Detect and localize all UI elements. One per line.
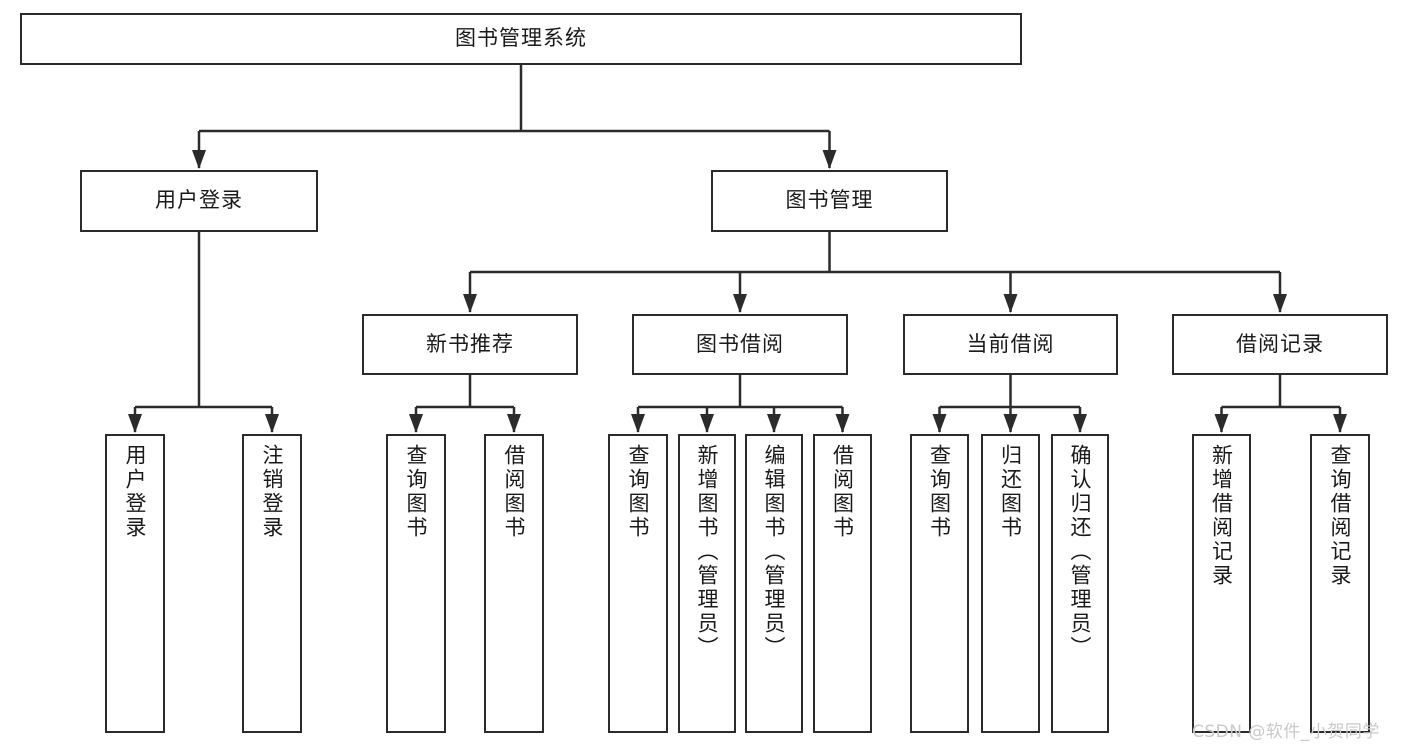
- node-label: 查询图书: [626, 444, 651, 540]
- connector-arrowhead: [265, 414, 279, 433]
- node-label: 图书管理: [785, 188, 874, 213]
- connector-arrowhead: [1003, 294, 1018, 313]
- node-label: 借阅图书: [502, 444, 527, 540]
- node-leaf-query-record[interactable]: 查询借阅记录: [1310, 434, 1370, 733]
- connector-arrowhead: [1214, 414, 1229, 433]
- node-label: 查询图书: [404, 444, 429, 540]
- node-label: 图书管理系统: [455, 26, 587, 51]
- node-leaf-borrow-book-1[interactable]: 借阅图书: [484, 434, 544, 733]
- node-label: 借阅图书: [830, 444, 855, 540]
- node-leaf-confirm-return[interactable]: 确认归还（管理员）: [1051, 434, 1109, 733]
- node-label: 确认归还（管理员）: [1068, 444, 1093, 660]
- node-label: 注销登录: [260, 444, 285, 540]
- connector-arrowhead: [1333, 414, 1347, 433]
- node-label: 新增借阅记录: [1209, 444, 1234, 588]
- node-label: 当前借阅: [966, 331, 1055, 356]
- node-label: 新增图书（管理员）: [695, 444, 720, 660]
- connector-arrowhead: [733, 294, 747, 313]
- connector-arrowhead: [767, 414, 781, 433]
- node-user-login[interactable]: 用户登录: [80, 170, 318, 232]
- node-new-book-rec[interactable]: 新书推荐: [362, 314, 578, 375]
- csdn-watermark: CSDN @软件_小贺同学: [1192, 722, 1380, 742]
- connector-arrowhead: [1003, 414, 1018, 433]
- node-leaf-logout[interactable]: 注销登录: [242, 434, 302, 733]
- node-book-borrow[interactable]: 图书借阅: [632, 314, 848, 375]
- node-leaf-borrow-book-2[interactable]: 借阅图书: [813, 434, 872, 733]
- node-label: 用户登录: [155, 188, 243, 213]
- connector-arrowhead: [1273, 294, 1287, 313]
- node-label: 新书推荐: [426, 331, 514, 356]
- connector-arrowhead: [822, 150, 837, 169]
- node-leaf-add-book[interactable]: 新增图书（管理员）: [678, 434, 736, 733]
- node-label: 图书借阅: [696, 331, 784, 356]
- connector-arrowhead: [409, 414, 423, 433]
- node-leaf-query-book-3[interactable]: 查询图书: [910, 434, 969, 733]
- node-book-manage[interactable]: 图书管理: [711, 170, 948, 232]
- node-leaf-user-login[interactable]: 用户登录: [105, 434, 165, 733]
- node-leaf-query-book-1[interactable]: 查询图书: [386, 434, 446, 733]
- connector-arrowhead: [932, 414, 947, 433]
- node-label: 归还图书: [998, 444, 1023, 540]
- connector-arrowhead: [631, 414, 645, 433]
- node-label: 借阅记录: [1236, 331, 1324, 356]
- node-root[interactable]: 图书管理系统: [20, 13, 1022, 65]
- node-leaf-edit-book[interactable]: 编辑图书（管理员）: [745, 434, 803, 733]
- node-label: 查询图书: [927, 444, 952, 540]
- connector-arrowhead: [835, 414, 850, 433]
- node-label: 用户登录: [123, 444, 148, 540]
- node-label: 编辑图书（管理员）: [762, 444, 787, 660]
- connector-arrowhead: [1073, 414, 1087, 433]
- node-current-borrow[interactable]: 当前借阅: [903, 314, 1118, 375]
- connector-arrowhead: [128, 414, 142, 433]
- node-leaf-query-book-2[interactable]: 查询图书: [608, 434, 668, 733]
- connector-arrowhead: [507, 414, 521, 433]
- node-borrow-record[interactable]: 借阅记录: [1172, 314, 1388, 375]
- connector-arrowhead: [192, 150, 206, 169]
- node-leaf-return-book[interactable]: 归还图书: [981, 434, 1040, 733]
- connector-arrowhead: [463, 294, 477, 313]
- node-label: 查询借阅记录: [1328, 444, 1353, 588]
- connector-arrowhead: [700, 414, 714, 433]
- node-leaf-add-record[interactable]: 新增借阅记录: [1192, 434, 1251, 733]
